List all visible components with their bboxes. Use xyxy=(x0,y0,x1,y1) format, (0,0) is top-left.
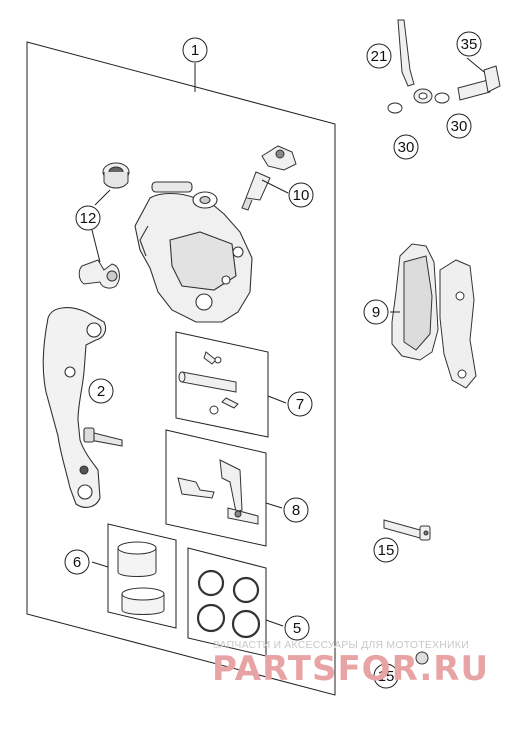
callout-15-screw: 15 xyxy=(373,537,399,563)
brake-line-assembly xyxy=(387,19,501,114)
leader-8 xyxy=(265,502,283,509)
svg-text:21: 21 xyxy=(371,48,388,65)
bleeder-valve xyxy=(241,145,297,211)
seal-rings xyxy=(196,569,261,639)
svg-text:1: 1 xyxy=(191,42,199,59)
small-nut xyxy=(415,651,429,665)
callout-2: 2 xyxy=(88,378,114,404)
svg-text:5: 5 xyxy=(293,620,301,637)
callout-21: 21 xyxy=(366,43,392,69)
leader-5 xyxy=(265,619,284,627)
spring-kit-parts xyxy=(177,459,259,525)
svg-text:35: 35 xyxy=(461,36,478,53)
leader-7 xyxy=(267,395,287,404)
leader-10 xyxy=(261,179,289,194)
svg-text:15: 15 xyxy=(378,668,395,685)
callout-5: 5 xyxy=(284,615,310,641)
svg-text:2: 2 xyxy=(97,383,105,400)
callout-30-right: 30 xyxy=(446,113,472,139)
callout-9: 9 xyxy=(363,299,389,325)
sleeve-and-bolt xyxy=(78,162,130,289)
callout-12: 12 xyxy=(75,205,101,231)
watermark-tagline: ЗАПЧАСТИ И АКСЕССУАРЫ ДЛЯ МОТОТЕХНИКИ xyxy=(213,639,469,651)
callout-30-left: 30 xyxy=(393,134,419,160)
caliper-bracket xyxy=(42,307,123,508)
callout-8: 8 xyxy=(283,497,309,523)
callout-15-nut: 15 xyxy=(373,663,399,689)
callout-10: 10 xyxy=(288,182,314,208)
seal-kit-box xyxy=(187,547,267,657)
leader-6 xyxy=(91,561,109,568)
leader-35 xyxy=(466,57,485,73)
svg-text:7: 7 xyxy=(296,396,304,413)
brake-pads xyxy=(391,243,477,389)
leader-12a xyxy=(94,189,111,206)
svg-text:15: 15 xyxy=(378,542,395,559)
svg-text:9: 9 xyxy=(372,304,380,321)
svg-text:8: 8 xyxy=(292,502,300,519)
svg-text:6: 6 xyxy=(73,554,81,571)
svg-text:30: 30 xyxy=(451,118,468,135)
leader-12b xyxy=(91,229,101,263)
callout-35: 35 xyxy=(456,31,482,57)
callout-6: 6 xyxy=(64,549,90,575)
svg-text:10: 10 xyxy=(293,187,310,204)
callout-1: 1 xyxy=(182,37,208,63)
callout-7: 7 xyxy=(287,391,313,417)
mounting-screw xyxy=(383,519,431,541)
caliper-body xyxy=(134,181,253,323)
pistons xyxy=(117,541,165,615)
svg-text:30: 30 xyxy=(398,139,415,156)
watermark-brand: PARTSFOR.RU xyxy=(212,649,489,689)
svg-text:12: 12 xyxy=(80,210,97,227)
pin-kit-parts xyxy=(178,351,239,415)
